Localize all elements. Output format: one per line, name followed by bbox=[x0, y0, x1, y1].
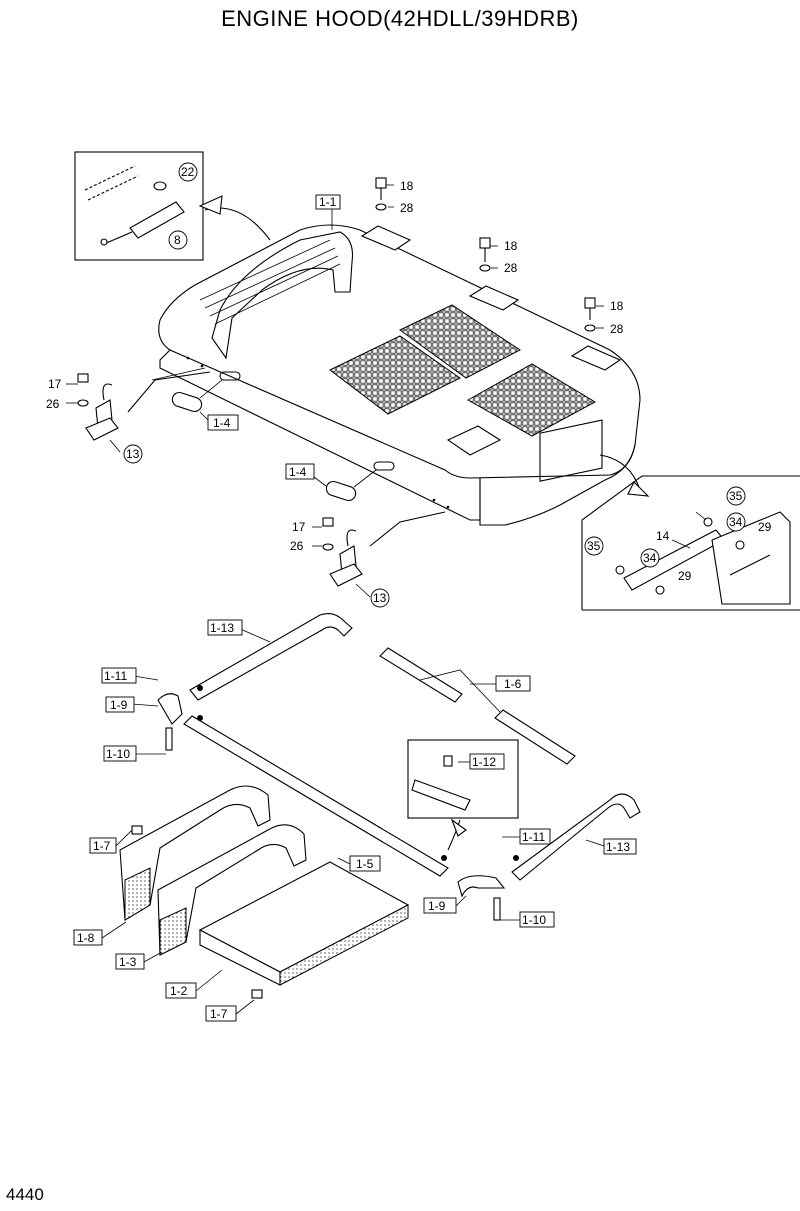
part-labels-boxed: 1-1 1-4 1-4 1-13 1-11 1-9 1-10 1-6 1-12 … bbox=[73, 194, 637, 1022]
label-1-10a: 1-10 bbox=[106, 747, 130, 761]
leader-lines bbox=[66, 184, 707, 1015]
label-26b: 26 bbox=[290, 539, 304, 553]
frame-long-tube-1-5 bbox=[183, 715, 449, 877]
label-1-12: 1-12 bbox=[472, 755, 496, 769]
label-1-7a: 1-7 bbox=[93, 839, 111, 853]
label-1-13a: 1-13 bbox=[210, 621, 234, 635]
label-13b: 13 bbox=[373, 591, 387, 605]
label-28b: 28 bbox=[504, 261, 518, 275]
label-29b: 29 bbox=[678, 569, 692, 583]
label-1-11b: 1-11 bbox=[522, 830, 545, 844]
label-8: 8 bbox=[174, 233, 181, 247]
diagram-title: ENGINE HOOD(42HDLL/39HDRB) bbox=[221, 6, 579, 31]
stay-rod-detail-inset bbox=[581, 454, 800, 611]
latch-left-lower bbox=[322, 511, 446, 587]
label-1-9b: 1-9 bbox=[428, 899, 446, 913]
label-22: 22 bbox=[181, 165, 195, 179]
label-1-1: 1-1 bbox=[319, 195, 337, 209]
label-1-13b: 1-13 bbox=[606, 840, 630, 854]
hinge-plates bbox=[360, 225, 622, 371]
label-17a: 17 bbox=[48, 377, 62, 391]
engine-hood-cover bbox=[158, 224, 641, 526]
label-1-10b: 1-10 bbox=[522, 913, 546, 927]
label-29a: 29 bbox=[758, 520, 772, 534]
label-34b: 34 bbox=[643, 551, 657, 565]
label-14: 14 bbox=[656, 529, 670, 543]
label-1-5: 1-5 bbox=[356, 857, 374, 871]
frame-bars-1-6 bbox=[379, 647, 576, 765]
label-1-3: 1-3 bbox=[119, 955, 137, 969]
label-34a: 34 bbox=[729, 515, 743, 529]
label-17b: 17 bbox=[292, 520, 306, 534]
part-labels-circled: 22 8 13 13 35 34 35 34 bbox=[123, 162, 746, 608]
label-1-11a: 1-11 bbox=[104, 669, 127, 683]
label-18a: 18 bbox=[400, 179, 414, 193]
label-1-6: 1-6 bbox=[504, 677, 522, 691]
label-18b: 18 bbox=[504, 239, 518, 253]
frame-tube-right bbox=[511, 793, 641, 881]
label-28c: 28 bbox=[610, 322, 624, 336]
label-1-4b: 1-4 bbox=[289, 465, 307, 479]
frame-dots bbox=[197, 685, 519, 861]
bolt-detail-inset bbox=[407, 739, 519, 851]
label-18c: 18 bbox=[610, 299, 624, 313]
foam-pads bbox=[119, 785, 410, 986]
label-26a: 26 bbox=[46, 397, 60, 411]
grommets bbox=[171, 379, 377, 502]
gas-spring-detail-inset bbox=[74, 151, 271, 261]
part-labels-plain: 18 28 18 28 18 28 17 26 17 26 29 14 29 bbox=[46, 179, 772, 583]
label-1-2: 1-2 bbox=[170, 984, 188, 998]
bolts-and-washers bbox=[375, 177, 596, 332]
page-number: 4440 bbox=[6, 1185, 44, 1204]
label-1-8: 1-8 bbox=[77, 931, 95, 945]
label-1-7b: 1-7 bbox=[210, 1007, 228, 1021]
label-35b: 35 bbox=[587, 539, 601, 553]
label-1-4a: 1-4 bbox=[213, 416, 231, 430]
label-13a: 13 bbox=[126, 447, 140, 461]
label-1-9a: 1-9 bbox=[110, 698, 128, 712]
frame-tube-upper bbox=[189, 613, 353, 701]
label-28a: 28 bbox=[400, 201, 414, 215]
frame-corner-brackets bbox=[157, 693, 506, 921]
label-35a: 35 bbox=[729, 489, 743, 503]
